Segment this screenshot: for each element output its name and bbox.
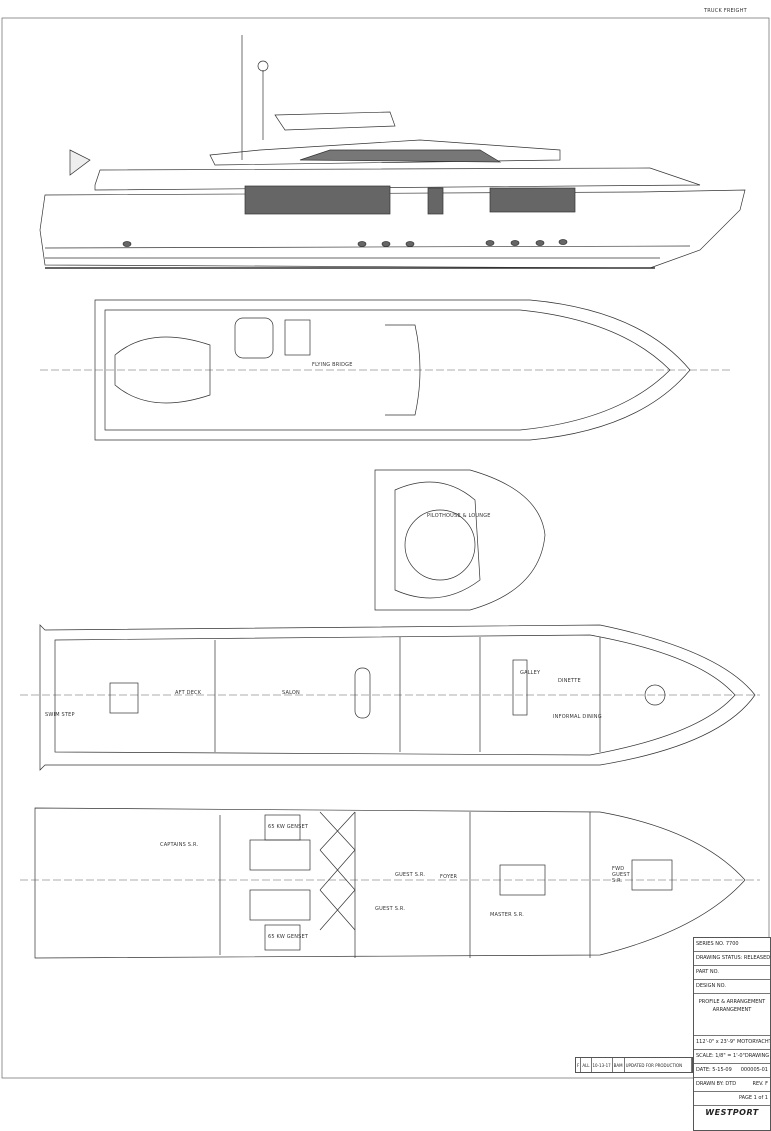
drawn-by: DRAWN BY: DTD xyxy=(696,1081,737,1087)
design-no: DESIGN NO. xyxy=(694,980,770,994)
title-block: SERIES NO. 7700 DRAWING STATUS: RELEASED… xyxy=(693,937,771,1131)
revision-row: F ALL 10-13-17 BAM UPDATED FOR PRODUCTIO… xyxy=(575,1057,693,1073)
rev-row: DRAWN BY: DTD REV. F xyxy=(694,1078,770,1092)
page-label: PAGE xyxy=(738,1095,753,1101)
label-genset-bottom: 65 KW GENSET xyxy=(268,934,309,940)
profile-view xyxy=(39,35,746,269)
rev-label: REV. xyxy=(752,1081,764,1087)
sheet-border xyxy=(1,17,770,1079)
profile-windows xyxy=(244,185,391,215)
scale-row: SCALE: 1/8" = 1'-0" DRAWING NO. xyxy=(694,1050,770,1064)
label-guest-sr-2: GUEST S.R. xyxy=(375,906,406,912)
rev: F xyxy=(765,1081,768,1087)
label-pilothouse: PILOTHOUSE & LOUNGE xyxy=(427,513,491,519)
rev-by: BAM xyxy=(613,1058,625,1072)
rev-description: UPDATED FOR PRODUCTION xyxy=(625,1058,692,1072)
title-line-1: PROFILE & ARRANGEMENT xyxy=(698,999,766,1005)
label-informal-dining: INFORMAL DINING xyxy=(553,714,602,720)
company-logo: WESTPORT xyxy=(705,1108,759,1117)
main-deck-plan xyxy=(20,624,760,771)
title-line-2: ARRANGEMENT xyxy=(712,1007,752,1013)
label-guest-sr-1: GUEST S.R. xyxy=(395,872,426,878)
label-dinette: DINETTE xyxy=(558,678,581,684)
label-genset-top: 65 KW GENSET xyxy=(268,824,309,830)
date-row: DATE: 5-15-09 000005-01 xyxy=(694,1064,770,1078)
label-captains-sr: CAPTAINS S.R. xyxy=(160,842,199,848)
page: 1 of 1 xyxy=(753,1095,768,1101)
series-no: SERIES NO. 7700 xyxy=(694,938,770,952)
rev-zone: ALL xyxy=(581,1058,592,1072)
lower-deck-plan xyxy=(20,807,760,959)
flying-bridge-plan xyxy=(40,299,730,441)
label-aft-deck: AFT DECK xyxy=(175,690,202,696)
label-galley: GALLEY xyxy=(520,670,541,676)
rev-letter: F xyxy=(576,1058,582,1072)
label-fwd-guest-sr: FWD GUEST S.R. xyxy=(612,866,630,884)
drawing-no: 000005-01 xyxy=(740,1067,768,1073)
label-flying-bridge: FLYING BRIDGE xyxy=(312,362,353,368)
label-foyer: FOYER xyxy=(440,874,458,880)
header-note: TRUCK FREIGHT xyxy=(704,8,747,14)
drawing-title: PROFILE & ARRANGEMENT ARRANGEMENT xyxy=(694,994,770,1036)
drawing-no-label: DRAWING NO. xyxy=(744,1053,770,1059)
part-no: PART NO. xyxy=(694,966,770,980)
label-master-sr: MASTER S.R. xyxy=(490,912,525,918)
page-row: PAGE 1 of 1 xyxy=(694,1092,770,1106)
yacht-drawing xyxy=(1,17,770,1079)
vessel: 112'-0" x 23'-9" MOTORYACHT xyxy=(694,1036,770,1050)
rev-date: 10-13-17 xyxy=(592,1058,613,1072)
scale: SCALE: 1/8" = 1'-0" xyxy=(696,1053,745,1059)
date: DATE: 5-15-09 xyxy=(696,1067,732,1073)
label-swim-step: SWIM STEP xyxy=(45,712,75,718)
label-salon: SALON xyxy=(282,690,300,696)
pilothouse-plan xyxy=(374,469,546,611)
drawing-status: DRAWING STATUS: RELEASED xyxy=(694,952,770,966)
